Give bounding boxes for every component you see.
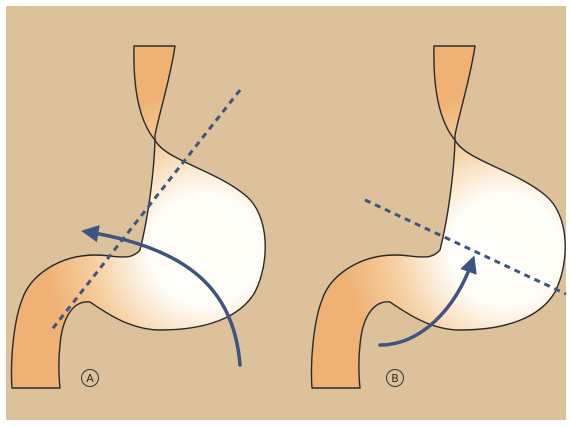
panel-b-label: B <box>391 372 399 385</box>
panel-a-label: A <box>86 372 94 385</box>
